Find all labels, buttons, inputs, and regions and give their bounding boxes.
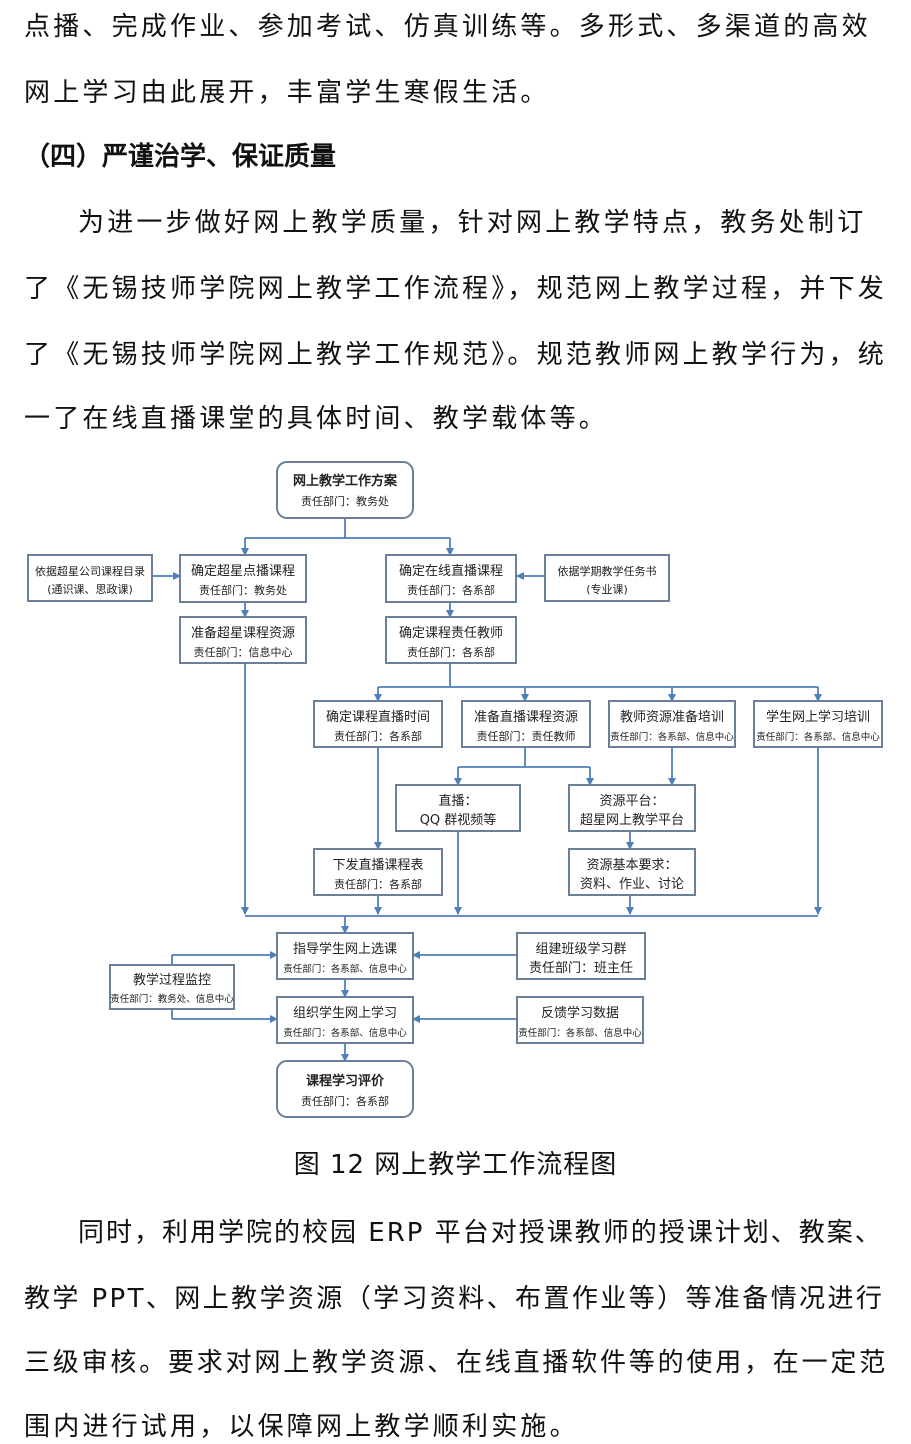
box-guide: 指导学生网上选课 责任部门：各系部、信息中心: [276, 932, 414, 980]
box-dept: (专业课): [586, 582, 628, 596]
box-dept: 责任部门：各系部: [334, 877, 422, 891]
box-live-res: 准备直播课程资源 责任部门：责任教师: [461, 700, 591, 748]
box-title: 下发直播课程表: [332, 857, 423, 873]
box-title: 学生网上学习培训: [766, 709, 870, 725]
box-title: 课程学习评价: [306, 1073, 385, 1089]
box-title: 网上教学工作方案: [293, 473, 398, 489]
box-evaluation: 课程学习评价 责任部门：各系部: [276, 1060, 414, 1118]
box-dept: 责任部门：各系部: [301, 1094, 389, 1108]
box-title: 反馈学习数据: [541, 1005, 619, 1021]
box-dept: 责任部门：教务处: [199, 583, 287, 597]
box-dept: 责任部门：各系部、信息中心: [610, 731, 734, 743]
text-line: 网上学习由此展开，丰富学生寒假生活。: [24, 78, 550, 108]
workflow-flowchart: 网上教学工作方案 责任部门：教务处 依据超星公司课程目录 (通识课、思政课) 确…: [27, 461, 883, 1118]
box-title: 确定课程责任教师: [399, 625, 503, 641]
box-student-train: 学生网上学习培训 责任部门：各系部、信息中心: [753, 700, 883, 748]
box-dept: 责任部门：班主任: [529, 961, 633, 976]
box-dept: 责任部门：教务处: [301, 494, 389, 508]
box-vod-course: 确定超星点播课程 责任部门：教务处: [179, 554, 307, 603]
text-line: 了《无锡技师学院网上教学工作规范》。规范教师网上教学行为，统: [24, 340, 888, 370]
box-dept: 责任部门：各系部、信息中心: [283, 963, 407, 975]
box-plan: 网上教学工作方案 责任部门：教务处: [276, 461, 414, 519]
box-feedback: 反馈学习数据 责任部门：各系部、信息中心: [516, 996, 644, 1044]
text-line: 点播、完成作业、参加考试、仿真训练等。多形式、多渠道的高效: [24, 12, 871, 42]
box-dept: 责任部门：各系部、信息中心: [518, 1027, 642, 1039]
box-monitor: 教学过程监控 责任部门：教务处、信息中心: [109, 964, 235, 1010]
section-heading: （四）严谨治学、保证质量: [24, 142, 337, 172]
box-dept: (通识课、思政课): [47, 582, 133, 596]
box-dept: 责任部门：各系部: [407, 583, 495, 597]
box-title: 确定超星点播课程: [191, 564, 295, 579]
box-title: 指导学生网上选课: [293, 941, 397, 957]
box-title: 依据学期教学任务书: [558, 564, 657, 578]
box-res-req: 资源基本要求： 资料、作业、讨论: [568, 848, 696, 896]
box-title: 教学过程监控: [133, 972, 211, 988]
box-dept: 责任部门：信息中心: [194, 645, 293, 659]
box-dept: 责任部门：各系部: [407, 645, 495, 659]
text-line: 同时，利用学院的校园 ERP 平台对授课教师的授课计划、教案、: [78, 1218, 883, 1248]
box-class-group: 组建班级学习群 责任部门：班主任: [516, 932, 646, 980]
box-dept: 超星网上教学平台: [580, 812, 684, 828]
box-res-platform: 资源平台： 超星网上教学平台: [568, 784, 696, 832]
text-line: 教学 PPT、网上教学资源（学习资料、布置作业等）等准备情况进行: [24, 1284, 885, 1314]
figure-caption: 图 12 网上教学工作流程图: [293, 1150, 618, 1180]
text-line: 围内进行试用，以保障网上教学顺利实施。: [24, 1412, 579, 1442]
box-title: 直播：: [438, 794, 477, 809]
box-dept: 责任部门：各系部、信息中心: [756, 731, 880, 743]
box-title: 资源基本要求：: [586, 858, 677, 873]
box-prep-star: 准备超星课程资源 责任部门：信息中心: [179, 616, 307, 664]
box-catalog: 依据超星公司课程目录 (通识课、思政课): [27, 554, 153, 602]
text-line: 三级审核。要求对网上教学资源、在线直播软件等的使用，在一定范: [24, 1348, 889, 1378]
box-title: 准备直播课程资源: [474, 709, 578, 725]
box-title: 依据超星公司课程目录: [35, 564, 145, 578]
text-line: 为进一步做好网上教学质量，针对网上教学特点，教务处制订: [78, 208, 867, 238]
box-title: 确定在线直播课程: [399, 564, 503, 579]
box-dept: 资料、作业、讨论: [580, 877, 684, 892]
box-live-course: 确定在线直播课程 责任部门：各系部: [385, 554, 517, 603]
box-title: 确定课程直播时间: [326, 710, 430, 725]
box-title: 准备超星课程资源: [191, 625, 295, 641]
text-line: 了《无锡技师学院网上教学工作流程》，规范网上教学过程，并下发: [24, 274, 888, 304]
box-organize: 组织学生网上学习 责任部门：各系部、信息中心: [276, 996, 414, 1044]
box-title: 组建班级学习群: [535, 941, 626, 957]
flow-connectors: [152, 518, 822, 1062]
box-teacher: 确定课程责任教师 责任部门：各系部: [385, 616, 517, 664]
box-live-tool: 直播： QQ 群视频等: [395, 784, 521, 832]
box-dept: 责任部门：各系部: [334, 729, 422, 743]
box-title: 资源平台：: [599, 794, 664, 809]
box-dept: QQ 群视频等: [420, 812, 497, 828]
box-schedule: 下发直播课程表 责任部门：各系部: [313, 848, 443, 896]
box-title: 组织学生网上学习: [293, 1005, 397, 1021]
box-dept: 责任部门：责任教师: [477, 729, 576, 743]
box-dept: 责任部门：教务处、信息中心: [110, 993, 234, 1005]
box-title: 教师资源准备培训: [620, 709, 724, 725]
box-teacher-train: 教师资源准备培训 责任部门：各系部、信息中心: [608, 700, 736, 748]
text-line: 一了在线直播课堂的具体时间、教学载体等。: [24, 404, 609, 434]
box-live-time: 确定课程直播时间 责任部门：各系部: [313, 700, 443, 748]
box-dept: 责任部门：各系部、信息中心: [283, 1027, 407, 1039]
box-task-book: 依据学期教学任务书 (专业课): [544, 554, 670, 602]
